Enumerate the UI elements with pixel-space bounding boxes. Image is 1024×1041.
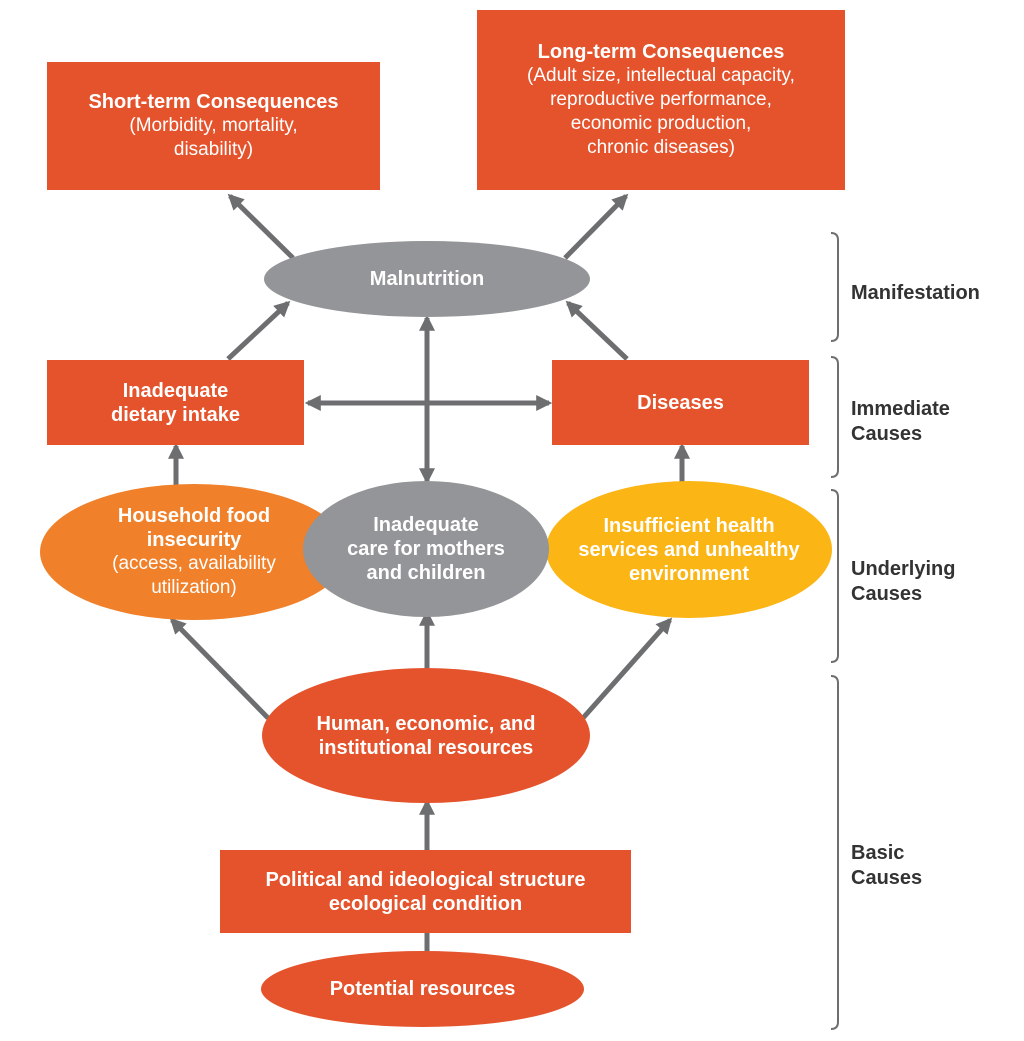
underlying-line-2: Causes (851, 583, 923, 605)
bracket-manifestation (830, 232, 839, 342)
political-line-2: ecological condition (328, 892, 523, 915)
underlying-line-1: Underlying (851, 558, 956, 580)
bracket-immediate (830, 356, 839, 478)
health-services-line-1: Insufficient health (603, 514, 775, 537)
long-term-consequences-box: Long-term Consequences (Adult size, inte… (477, 10, 845, 190)
bracket-underlying (830, 489, 839, 663)
immediate-line-2: Causes (851, 423, 923, 445)
long-term-detail-2: reproductive performance, (550, 89, 772, 110)
diseases-label: Diseases (637, 391, 724, 414)
inadequate-care-node: Inadequate care for mothers and children (303, 481, 549, 617)
food-insecurity-title-2: insecurity (146, 529, 242, 551)
potential-resources-label: Potential resources (329, 978, 516, 1000)
arrow-human-to-health (581, 617, 673, 720)
political-line-1: Political and ideological structure (265, 868, 586, 891)
arrow-human-to-food (169, 617, 270, 720)
food-insecurity-node: Household food insecurity (access, avail… (40, 484, 348, 620)
inadequate-care-line-2: care for mothers (347, 538, 505, 560)
inadequate-care-line-3: and children (366, 562, 486, 584)
basic-line-2: Causes (851, 867, 923, 889)
level-label-underlying: Underlying Causes (851, 557, 955, 607)
basic-line-1: Basic (851, 842, 905, 864)
long-term-detail-3: economic production, (570, 113, 752, 134)
arrow-diseases-to-malnutrition (565, 300, 629, 361)
human-resources-line-2: institutional resources (318, 736, 534, 759)
dietary-intake-box: Inadequate dietary intake (47, 360, 304, 445)
malnutrition-label: Malnutrition (369, 268, 485, 290)
food-insecurity-detail-2: utilization) (151, 577, 237, 598)
inadequate-care-line-1: Inadequate (373, 514, 479, 536)
health-services-node: Insufficient health services and unhealt… (546, 481, 832, 618)
arrow-malnutrition-to-long-term (563, 193, 629, 260)
long-term-title: Long-term Consequences (537, 41, 785, 63)
food-insecurity-title-1: Household food (117, 505, 271, 527)
long-term-detail-1: (Adult size, intellectual capacity, (527, 65, 795, 86)
human-resources-node: Human, economic, and institutional resou… (262, 668, 590, 803)
level-label-immediate: Immediate Causes (851, 397, 950, 447)
short-term-consequences-box: Short-term Consequences (Morbidity, mort… (47, 62, 380, 190)
dietary-intake-line-1: Inadequate (122, 379, 229, 402)
political-structure-box: Political and ideological structure ecol… (220, 850, 631, 933)
level-label-basic: Basic Causes (851, 841, 922, 891)
health-services-line-2: services and unhealthy (578, 538, 800, 561)
short-term-title: Short-term Consequences (88, 91, 339, 113)
diseases-box: Diseases (552, 360, 809, 445)
arrow-dietary-to-malnutrition (226, 300, 291, 361)
long-term-detail-4: chronic diseases) (587, 137, 735, 158)
manifestation-line-1: Manifestation (851, 282, 980, 304)
arrow-malnutrition-to-short-term (227, 193, 295, 260)
short-term-detail-2: disability) (173, 139, 254, 160)
level-label-manifestation: Manifestation (851, 281, 980, 306)
health-services-line-3: environment (628, 562, 750, 585)
bracket-basic (830, 675, 839, 1030)
immediate-line-1: Immediate (851, 398, 950, 420)
potential-resources-node: Potential resources (261, 951, 584, 1027)
dietary-intake-line-2: dietary intake (111, 403, 240, 426)
malnutrition-node: Malnutrition (264, 241, 590, 317)
short-term-detail-1: (Morbidity, mortality, (129, 115, 298, 136)
human-resources-line-1: Human, economic, and (316, 712, 536, 735)
food-insecurity-detail-1: (access, availability (112, 553, 276, 574)
